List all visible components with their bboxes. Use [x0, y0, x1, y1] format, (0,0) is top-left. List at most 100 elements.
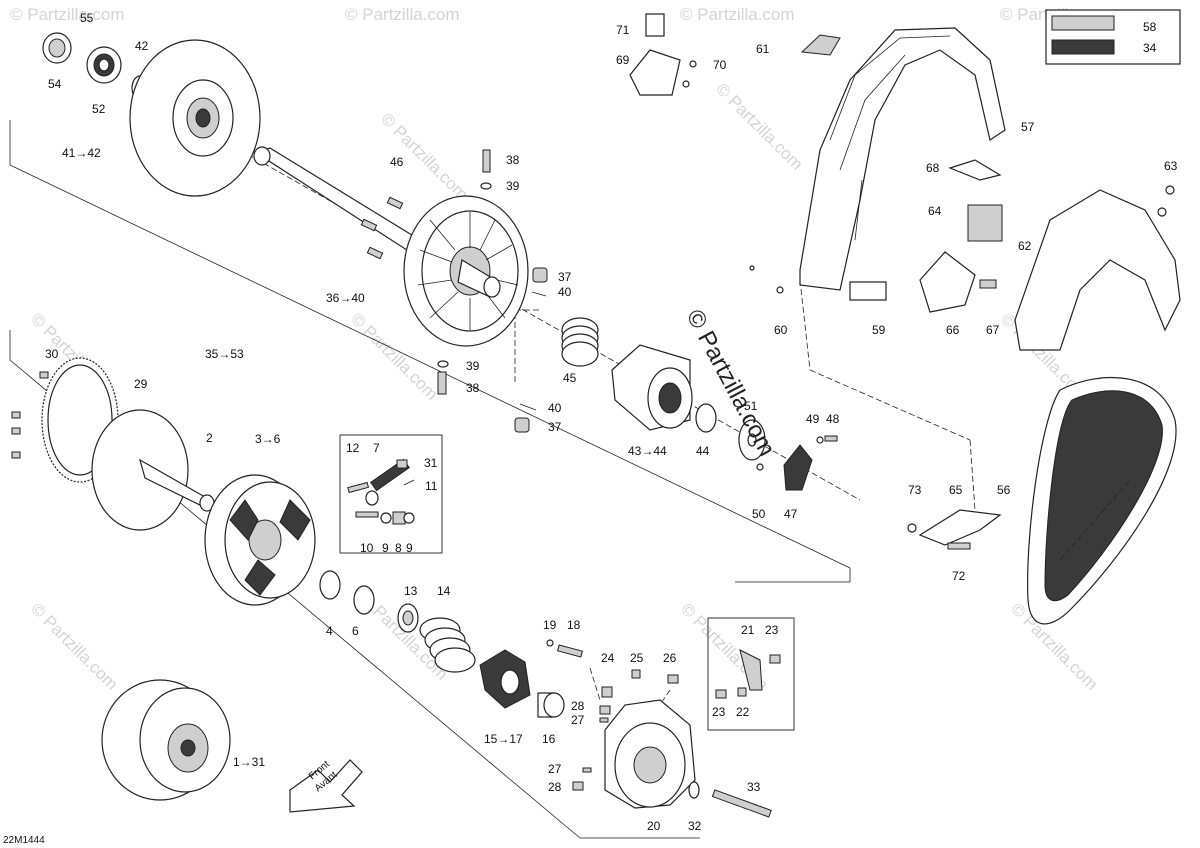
callout-label: 6 [352, 624, 359, 638]
ring-44 [695, 403, 717, 433]
bracket-59 [849, 281, 887, 301]
callout-label: 28 [548, 780, 562, 794]
callout-label: 60 [774, 323, 788, 337]
pin-40-lower [519, 403, 537, 411]
hinge-64 [967, 204, 1003, 242]
watermark: © Partzilla.com [27, 599, 121, 693]
spring-45 [561, 317, 599, 367]
bolt-24 [601, 686, 613, 698]
bracket-65 [918, 509, 1002, 546]
callout-label: 14 [437, 584, 451, 598]
movable-sheave-3 [204, 474, 316, 606]
callout-label: 50 [752, 507, 766, 521]
nut-60 [776, 286, 784, 294]
pin-23b [715, 689, 727, 699]
callout-label: 38 [466, 381, 480, 395]
callout-label: 20 [647, 819, 661, 833]
callout-label: 1→31 [233, 755, 265, 769]
screw-38-lower [437, 371, 447, 395]
decal-71 [645, 13, 665, 37]
screw-70b [682, 80, 690, 88]
nut-31 [396, 459, 408, 469]
callout-label: 18 [567, 618, 581, 632]
callout-label: 12 [346, 441, 360, 455]
callout-label: 36→40 [326, 291, 365, 305]
drive-pulley-assembly [101, 679, 231, 801]
washer-19 [546, 639, 554, 647]
nut-50 [756, 463, 764, 471]
slider-37-lower [514, 417, 530, 433]
nut-25 [631, 669, 641, 679]
callout-label: 38 [506, 153, 520, 167]
decal-58 [1051, 15, 1115, 31]
nut-60b [749, 265, 755, 271]
callout-label: 27 [548, 762, 562, 776]
callout-label: 43→44 [628, 444, 667, 458]
callout-label: 9 [406, 541, 413, 555]
callout-label: 39 [506, 179, 520, 193]
callout-label: 66 [946, 323, 960, 337]
callout-label: 54 [48, 77, 62, 91]
washer-9a [380, 512, 392, 524]
callout-label: 27 [571, 713, 585, 727]
callout-label: 47 [784, 507, 798, 521]
callout-label: 51 [744, 399, 758, 413]
callout-label: 40 [548, 401, 562, 415]
bushing-16 [537, 692, 565, 718]
callout-label: 15→17 [484, 732, 523, 746]
ramp-21 [739, 649, 763, 691]
callout-label: 49 [806, 412, 820, 426]
decal-34 [1051, 39, 1115, 55]
callout-label: 44 [696, 444, 710, 458]
washer-51-hole [747, 433, 757, 447]
callout-label: 11 [425, 479, 438, 493]
callout-label: 8 [395, 541, 402, 555]
callout-label: 57 [1021, 120, 1035, 134]
callout-label: 42 [135, 39, 149, 53]
bracket-47 [783, 444, 813, 491]
screw-38-top [482, 149, 491, 173]
washer-39-lower [437, 360, 449, 368]
pin-27a [599, 717, 609, 723]
callout-label: 23 [712, 705, 726, 719]
callout-label: 55 [80, 11, 94, 25]
watermark: © Partzilla.com [712, 79, 806, 173]
callout-label: 67 [986, 323, 1000, 337]
callout-label: 26 [663, 651, 677, 665]
callout-label: 61 [756, 42, 770, 56]
callout-label: 39 [466, 359, 480, 373]
spring-14 [419, 617, 476, 673]
callout-label: 69 [616, 53, 630, 67]
slider-28b [572, 781, 584, 791]
bolts-46 [360, 196, 404, 260]
callout-label: 56 [997, 483, 1011, 497]
callout-label: 33 [747, 780, 761, 794]
watermark: © Partzilla.com [345, 5, 460, 24]
subassembly-box-arm [339, 434, 443, 554]
driven-pulley-41 [129, 39, 261, 197]
callout-label: 31 [424, 456, 438, 470]
callout-label: 48 [826, 412, 840, 426]
support-69 [629, 49, 681, 96]
pin-23a [769, 654, 781, 664]
callout-label: 68 [926, 161, 940, 175]
bolts-30 [11, 371, 49, 459]
pin-10 [355, 511, 379, 518]
callout-label: 29 [134, 377, 148, 391]
callout-label: 64 [928, 204, 942, 218]
pin-11 [403, 479, 415, 486]
seal-54 [42, 32, 72, 64]
callout-label: 52 [92, 102, 106, 116]
slider-37-top [532, 267, 548, 283]
belt-guard-57 [799, 27, 1006, 301]
callout-label: 59 [872, 323, 886, 337]
callout-label: 72 [952, 569, 966, 583]
callout-label: 71 [616, 23, 630, 37]
callout-label: 25 [630, 651, 644, 665]
roller-8 [392, 511, 406, 525]
callout-label: 65 [949, 483, 963, 497]
bolt-48 [824, 435, 838, 442]
pin-12 [347, 481, 370, 494]
